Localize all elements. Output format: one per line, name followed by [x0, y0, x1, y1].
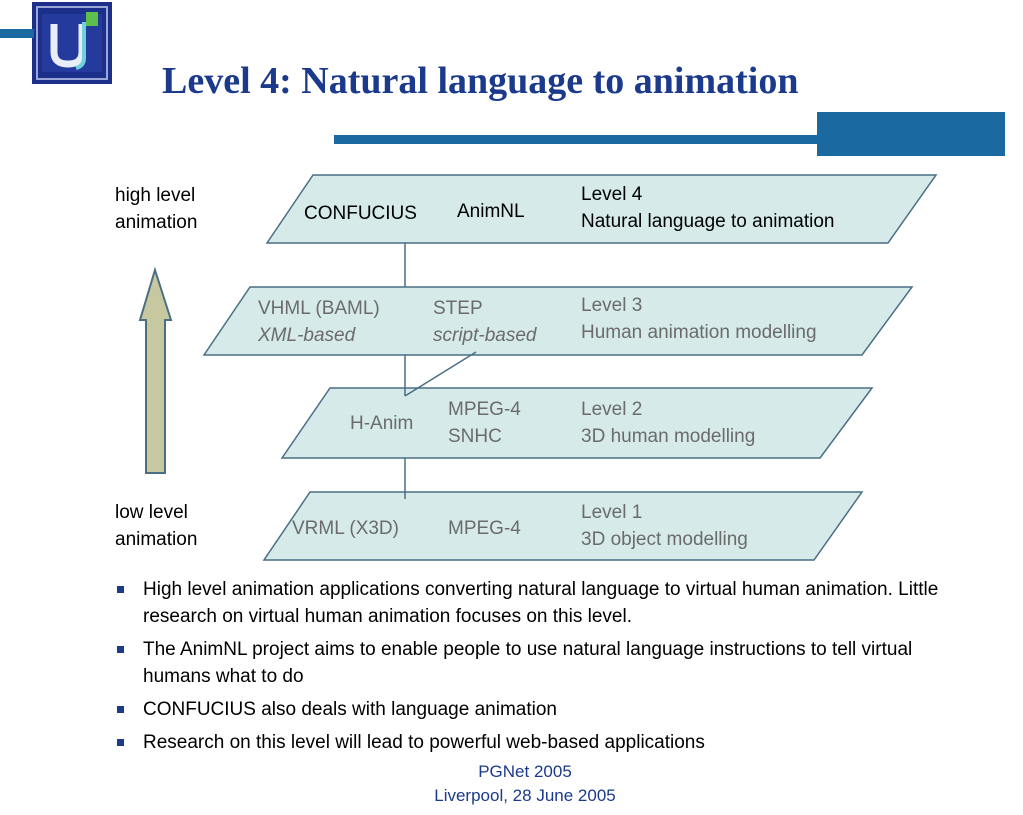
level-3-name: Level 3 — [581, 295, 643, 316]
level-4-name: Level 4 — [581, 184, 643, 205]
bullet-square-icon — [117, 586, 124, 593]
level-1-plane — [262, 491, 864, 561]
level-3-desc: Human animation modelling — [581, 322, 817, 343]
bullet-item: Research on this level will lead to powe… — [115, 729, 945, 756]
bullet-item: CONFUCIUS also deals with language anima… — [115, 696, 945, 723]
level-2-desc: 3D human modelling — [581, 426, 756, 447]
level-3-item-vhml: VHML (BAML) — [258, 298, 380, 319]
level-4-desc: Natural language to animation — [581, 211, 835, 232]
left-accent-bar — [0, 29, 34, 38]
level-2-item-snhc: SNHC — [448, 426, 502, 447]
high-level-label: high level animation — [115, 185, 198, 233]
up-arrow-icon — [138, 266, 173, 474]
slide-footer: PGNet 2005 Liverpool, 28 June 2005 — [380, 760, 670, 808]
title-accent-block — [817, 112, 1005, 156]
level-4-item-confucius: CONFUCIUS — [304, 203, 417, 224]
level-1-item-mpeg4: MPEG-4 — [448, 518, 521, 539]
connector-step-hanim — [404, 351, 477, 397]
low-level-label: low level animation — [115, 502, 198, 550]
bullet-square-icon — [117, 646, 124, 653]
level-1-name: Level 1 — [581, 502, 643, 523]
level-3-item-step: STEP — [433, 298, 483, 319]
bullet-square-icon — [117, 706, 124, 713]
level-1-desc: 3D object modelling — [581, 529, 748, 550]
bullet-list: High level animation applications conver… — [115, 576, 945, 762]
level-2-name: Level 2 — [581, 399, 643, 420]
bullet-item: High level animation applications conver… — [115, 576, 945, 630]
bullet-square-icon — [117, 739, 124, 746]
level-3-item-xml-based: XML-based — [258, 325, 356, 346]
level-1-item-vrml: VRML (X3D) — [292, 518, 399, 539]
bullet-item: The AnimNL project aims to enable people… — [115, 636, 945, 690]
level-4-plane — [265, 174, 938, 244]
footer-location-date: Liverpool, 28 June 2005 — [434, 786, 616, 805]
level-2-item-hanim: H-Anim — [350, 413, 414, 434]
level-3-item-script-based: script-based — [433, 325, 537, 346]
level-3-plane — [202, 286, 914, 356]
levels-diagram — [138, 174, 938, 561]
slide-title: Level 4: Natural language to animation — [162, 60, 799, 102]
title-underline-bar — [334, 135, 1004, 144]
level-2-item-mpeg4: MPEG-4 — [448, 399, 521, 420]
footer-event: PGNet 2005 — [478, 762, 572, 781]
university-logo — [32, 2, 112, 84]
level-4-item-animnl: AnimNL — [457, 201, 525, 222]
level-2-plane — [280, 387, 874, 459]
